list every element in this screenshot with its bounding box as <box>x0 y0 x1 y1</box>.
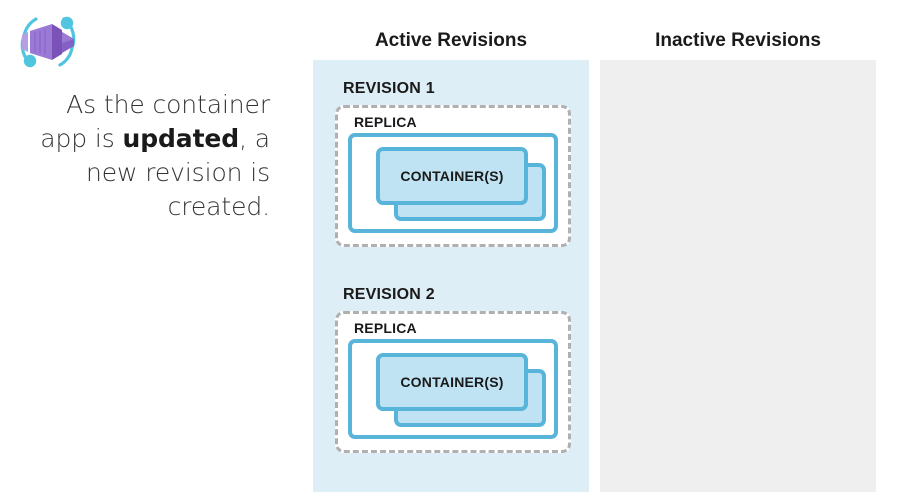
revision-label: REVISION 2 <box>343 286 435 303</box>
revision-boundary: REPLICA CONTAINER(S) <box>335 105 571 247</box>
revision-label: REVISION 1 <box>343 80 435 97</box>
replica-box: CONTAINER(S) <box>348 339 558 439</box>
inactive-revisions-panel <box>600 60 876 492</box>
container-label: CONTAINER(S) <box>400 374 504 390</box>
caption-line-2-prefix: app is <box>40 124 123 153</box>
container-card-front: CONTAINER(S) <box>376 147 528 205</box>
caption-emphasis-updated: updated <box>122 124 240 153</box>
revision-boundary: REPLICA CONTAINER(S) <box>335 311 571 453</box>
caption-line-3: new revision is <box>86 158 270 187</box>
caption-line-2-suffix: , a <box>239 124 270 153</box>
replica-box: CONTAINER(S) <box>348 133 558 233</box>
container-card-front: CONTAINER(S) <box>376 353 528 411</box>
caption-line-1: As the container <box>66 90 270 119</box>
inactive-revisions-heading: Inactive Revisions <box>655 30 821 51</box>
replica-label: REPLICA <box>354 320 417 336</box>
replica-label: REPLICA <box>354 114 417 130</box>
caption-text: As the container app is updated, a new r… <box>20 88 270 224</box>
revision-group[interactable]: REVISION 2 REPLICA CONTAINER(S) <box>335 286 571 453</box>
caption-line-4: created. <box>167 192 270 221</box>
revision-group[interactable]: REVISION 1 REPLICA CONTAINER(S) <box>335 80 571 247</box>
container-label: CONTAINER(S) <box>400 168 504 184</box>
azure-container-apps-logo <box>20 16 76 68</box>
active-revisions-heading: Active Revisions <box>374 30 528 51</box>
active-revisions-panel: REVISION 1 REPLICA CONTAINER(S) REVISION… <box>313 60 589 492</box>
